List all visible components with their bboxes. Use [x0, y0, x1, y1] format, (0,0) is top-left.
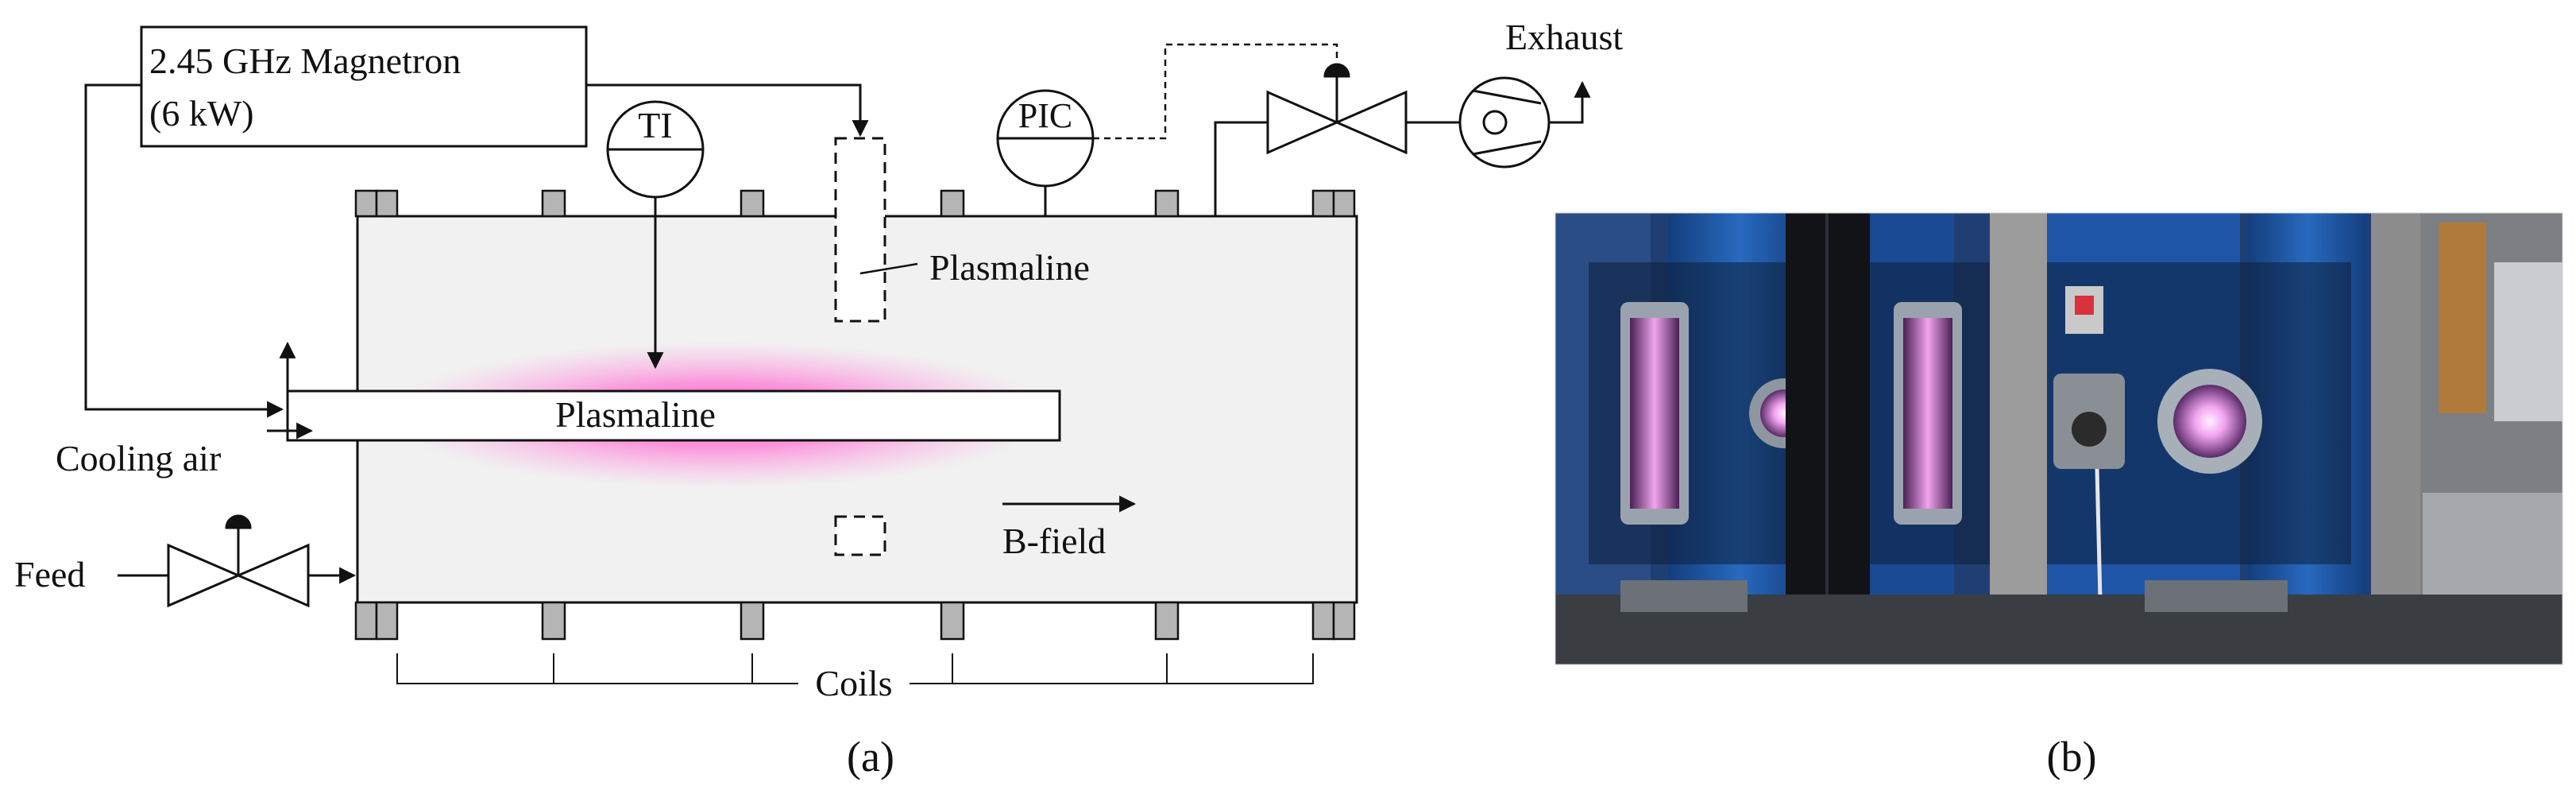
coils-top [354, 189, 1356, 218]
cooling-air-label: Cooling air [56, 438, 221, 478]
panel-b-photo: (b) [1554, 212, 2563, 781]
exhaust-control-valve [1266, 63, 1408, 155]
b-field-label: B-field [1002, 521, 1106, 561]
ti-label: TI [638, 105, 672, 145]
caption-a: (a) [847, 733, 894, 781]
exhaust-arrow [1549, 80, 1591, 124]
panel-a-schematic: Coils Plasmaline Plasmaline 2.45 GHz Mag… [14, 17, 1623, 781]
feed-label: Feed [14, 554, 85, 595]
reactor-photo [1555, 213, 2562, 664]
caption-b: (b) [2047, 733, 2097, 781]
exhaust-label: Exhaust [1505, 17, 1623, 57]
plasmaline-horizontal-tube [286, 389, 1061, 442]
exhaust-pipe [1214, 121, 1268, 216]
magnetron-label-line2: (6 kW) [149, 93, 254, 134]
plasmaline-vertical-label: Plasmaline [929, 247, 1090, 288]
magnetron-label-line1: 2.45 GHz Magnetron [149, 41, 461, 81]
coils-bottom [354, 601, 1356, 641]
pic-label: PIC [1018, 96, 1072, 135]
vacuum-pump-icon [1458, 76, 1551, 169]
coils-label: Coils [815, 663, 892, 703]
plasmaline-horizontal-label: Plasmaline [555, 394, 716, 435]
pic-signal-line [1093, 43, 1338, 140]
magnetron-box [140, 25, 588, 148]
feed-valve [167, 514, 310, 608]
magnetron-to-horizontal-line [84, 83, 284, 418]
photo-border [1554, 212, 2563, 665]
plasmaline-vertical-leader [859, 262, 918, 275]
plasmaline-vertical-tube [834, 137, 886, 323]
plasmaline-vertical-stub [834, 515, 886, 556]
magnetron-to-vertical-line [586, 83, 869, 138]
